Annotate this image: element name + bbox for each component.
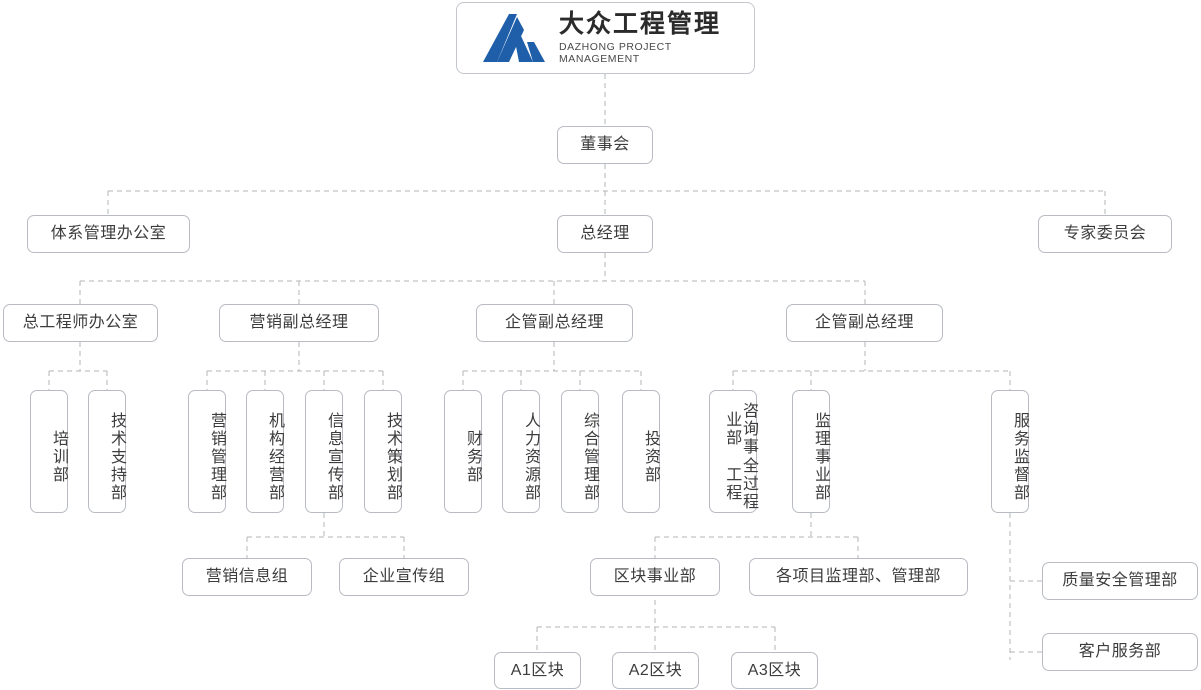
node-investment-dept[interactable]: 投资部 [622,390,660,513]
node-project-supervision-management[interactable]: 各项目监理部、管理部 [749,558,968,596]
full-process-col-2: 咨询事业部 [723,401,757,456]
node-expert-committee[interactable]: 专家委员会 [1038,215,1172,253]
node-chief-engineer-office[interactable]: 总工程师办公室 [3,304,158,342]
node-customer-service-dept[interactable]: 客户服务部 [1042,633,1198,671]
node-marketing-vp[interactable]: 营销副总经理 [219,304,379,342]
node-full-process-consulting-division[interactable]: 咨询事业部 全过程工程 [709,390,757,513]
node-general-management-dept[interactable]: 综合管理部 [561,390,599,513]
node-system-management-office[interactable]: 体系管理办公室 [27,215,190,253]
node-human-resources-dept[interactable]: 人力资源部 [502,390,540,513]
full-process-col-1: 全过程工程 [723,457,757,512]
logo-text-block: 大众工程管理 DAZHONG PROJECT MANAGEMENT [559,10,754,66]
logo-title: 大众工程管理 [559,10,722,38]
node-enterprise-vp-1[interactable]: 企管副总经理 [476,304,633,342]
node-marketing-info-group[interactable]: 营销信息组 [182,558,312,596]
node-general-manager[interactable]: 总经理 [557,215,653,253]
node-service-supervision-dept[interactable]: 服务监督部 [991,390,1029,513]
mountain-logo-icon [483,14,545,62]
node-institution-operation-dept[interactable]: 机构经营部 [246,390,284,513]
company-logo-card: 大众工程管理 DAZHONG PROJECT MANAGEMENT [456,2,755,74]
node-quality-safety-management-dept[interactable]: 质量安全管理部 [1042,562,1198,600]
node-board[interactable]: 董事会 [557,126,653,164]
logo-subtitle: DAZHONG PROJECT MANAGEMENT [559,41,672,65]
node-finance-dept[interactable]: 财务部 [444,390,482,513]
node-tech-support-dept[interactable]: 技术支持部 [88,390,126,513]
node-technical-planning-dept[interactable]: 技术策划部 [364,390,402,513]
node-block-division[interactable]: 区块事业部 [590,558,720,596]
node-marketing-management-dept[interactable]: 营销管理部 [188,390,226,513]
node-enterprise-vp-2[interactable]: 企管副总经理 [786,304,943,342]
node-block-a1[interactable]: A1区块 [494,652,581,689]
node-block-a3[interactable]: A3区块 [731,652,818,689]
node-block-a2[interactable]: A2区块 [612,652,699,689]
node-information-publicity-dept[interactable]: 信息宣传部 [305,390,343,513]
node-enterprise-publicity-group[interactable]: 企业宣传组 [339,558,469,596]
node-training-dept[interactable]: 培训部 [30,390,68,513]
node-supervision-division[interactable]: 监理事业部 [792,390,830,513]
